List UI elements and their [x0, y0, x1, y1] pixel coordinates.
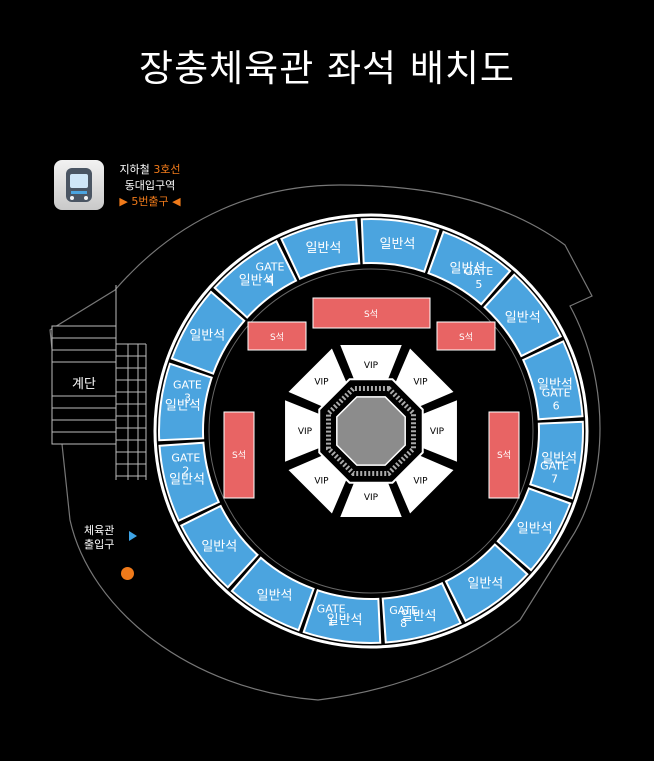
general-seat-label: 일반석 — [541, 451, 577, 466]
general-seat-label: 일반석 — [189, 329, 225, 344]
s-seat-label: S석 — [459, 332, 473, 343]
center-ring — [318, 378, 424, 484]
s-seat-section-left[interactable] — [223, 411, 255, 499]
s-seat-section-top-right[interactable] — [436, 321, 496, 351]
gate-label: GATE — [317, 603, 346, 616]
s-seat-label: S석 — [232, 450, 246, 461]
general-seat-section[interactable] — [213, 239, 298, 319]
general-seating-ring: 일반석일반석일반석일반석일반석일반석일반석일반석일반석일반석일반석일반석일반석일… — [158, 218, 584, 644]
general-seat-label: 일반석 — [169, 473, 205, 488]
general-seat-label: 일반석 — [517, 521, 553, 536]
general-seat-label: 일반석 — [379, 237, 415, 252]
entrance-line2: 출입구 — [84, 538, 115, 551]
vip-seat-label: VIP — [430, 427, 445, 437]
gate-label: GATE — [542, 386, 571, 399]
stairs-label: 계단 — [72, 377, 96, 392]
general-seat-label: 일반석 — [165, 399, 201, 414]
general-seat-label: 일반석 — [467, 577, 503, 592]
entrance-marker-icon — [121, 567, 134, 580]
gate-number: 4 — [266, 273, 273, 286]
subway-line: 3호선 — [153, 163, 181, 176]
s-seat-section-right[interactable] — [488, 411, 520, 499]
subway-station: 동대입구역 — [124, 179, 176, 192]
gate-number: 3 — [184, 391, 191, 404]
gate-number: 5 — [475, 278, 482, 291]
general-seat-section[interactable] — [483, 273, 563, 358]
general-seat-section[interactable] — [230, 556, 315, 632]
general-seat-label: 일반석 — [537, 377, 573, 392]
general-seat-label: 일반석 — [401, 609, 437, 624]
gate-label: GATE — [256, 260, 285, 273]
general-seat-label: 일반석 — [257, 589, 293, 604]
gate-number: 2 — [182, 465, 189, 478]
general-seat-section[interactable] — [360, 218, 440, 273]
subway-prefix: 지하철 — [119, 163, 150, 176]
general-seat-label: 일반석 — [327, 613, 363, 628]
general-seat-label: 일반석 — [305, 241, 341, 256]
gate-label: GATE — [540, 460, 569, 473]
general-seat-section[interactable] — [158, 441, 221, 522]
vip-seat-label: VIP — [314, 378, 329, 388]
general-seat-section[interactable] — [529, 420, 584, 500]
gate-label: GATE — [173, 378, 202, 391]
gate-number: 6 — [553, 399, 560, 412]
general-seat-label: 일반석 — [201, 539, 237, 554]
building-outline — [49, 184, 601, 701]
vip-seat-label: VIP — [413, 378, 428, 388]
gate-number: 1 — [328, 616, 335, 629]
page-title: 장충체육관 좌석 배치도 — [139, 47, 515, 90]
vip-seat-label: VIP — [364, 493, 379, 503]
general-seat-section[interactable] — [496, 487, 572, 572]
vip-seat-label: VIP — [314, 476, 329, 486]
vip-seat-label: VIP — [413, 476, 428, 486]
gate-label: GATE — [464, 265, 493, 278]
s-seat-label: S석 — [497, 450, 511, 461]
entrance-line1: 체육관 — [84, 524, 115, 537]
s-seat-sections: S석 S석 S석 S석 S석 — [223, 297, 520, 499]
general-seat-section[interactable] — [381, 581, 462, 644]
gate-number: 8 — [400, 617, 407, 630]
subway-train-icon — [54, 160, 104, 210]
vip-seat-label: VIP — [298, 427, 313, 437]
general-seat-section[interactable] — [444, 543, 529, 623]
s-seat-label: S석 — [270, 332, 284, 343]
subway-info: 지하철 3호선 동대입구역 ▶ 5번출구 ◀ — [108, 162, 192, 210]
gate-label: GATE — [171, 452, 200, 465]
general-seat-section[interactable] — [521, 340, 584, 421]
general-seat-section[interactable] — [302, 589, 382, 644]
arena-entrance-label: 체육관 출입구 — [84, 524, 114, 552]
general-seat-section[interactable] — [179, 504, 259, 589]
arena-inner-ring — [208, 268, 534, 594]
subway-exit: ▶ 5번출구 ◀ — [119, 195, 181, 208]
general-seat-label: 일반석 — [505, 311, 541, 326]
stairs — [51, 285, 147, 480]
arrow-right-icon — [129, 531, 137, 541]
s-seat-section-top-left[interactable] — [247, 321, 307, 351]
gate-label: GATE — [389, 604, 418, 617]
s-seat-section-top[interactable] — [312, 297, 431, 329]
vip-seat-label: VIP — [364, 361, 379, 371]
gate-number: 7 — [551, 473, 558, 486]
general-seat-section[interactable] — [280, 218, 361, 281]
general-seat-section[interactable] — [158, 362, 213, 442]
general-seat-label: 일반석 — [449, 261, 485, 276]
general-seat-section[interactable] — [427, 230, 512, 306]
s-seat-label: S석 — [364, 309, 378, 320]
general-seat-label: 일반석 — [239, 273, 275, 288]
general-seat-section[interactable] — [170, 290, 246, 375]
